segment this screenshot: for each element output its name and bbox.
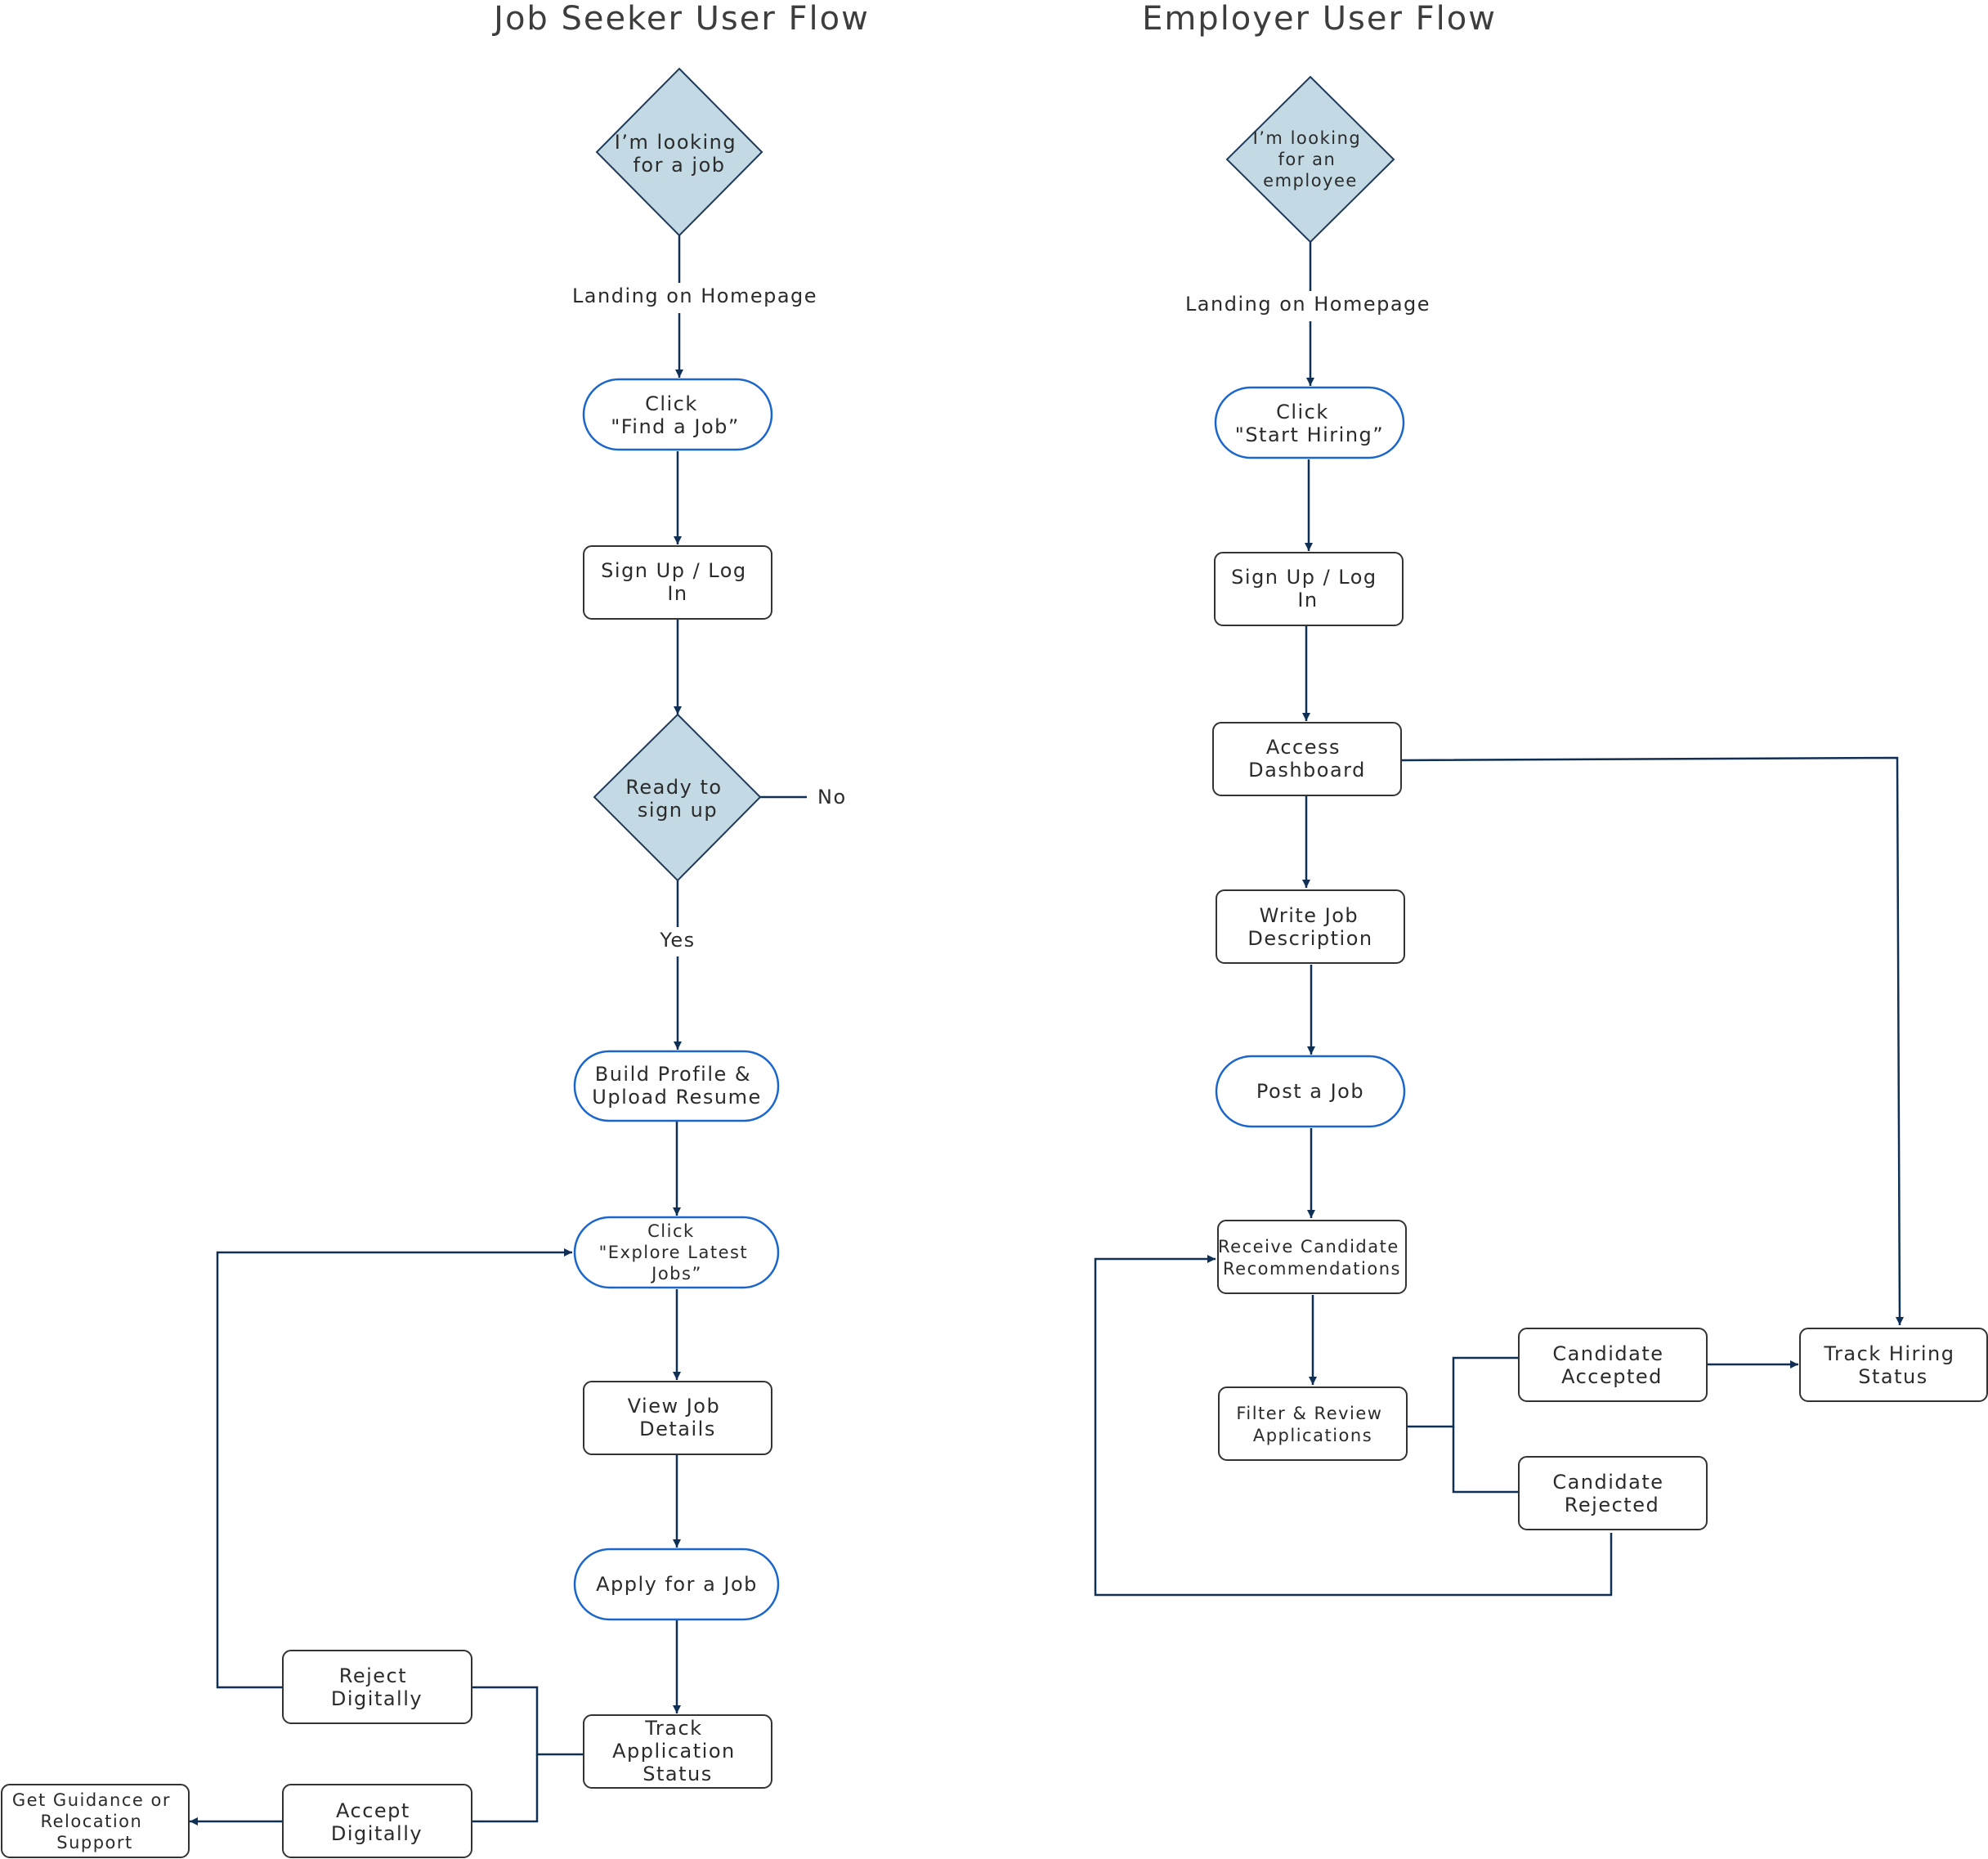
guidance-label: Get Guidance or Relocation Support	[12, 1790, 177, 1852]
start-diamond-employer	[1225, 75, 1395, 244]
edge-track-to-accept	[472, 1754, 539, 1823]
track-hiring-node	[1799, 1328, 1988, 1402]
start-diamond-job-seeker	[595, 67, 763, 237]
job-seeker-edges	[190, 235, 807, 1825]
reject-digitally-node	[282, 1650, 472, 1724]
candidate-rejected-label: Candidate Rejected	[1552, 1471, 1671, 1516]
yes-label: Yes	[659, 929, 695, 952]
write-job-node	[1216, 889, 1405, 964]
dashboard-node	[1212, 722, 1402, 796]
signup-node-employer	[1214, 552, 1404, 626]
apply-job-node	[573, 1548, 780, 1621]
start-hiring-label: Click "Start Hiring”	[1235, 401, 1384, 446]
edge-rejected-to-receive	[1094, 1255, 1613, 1597]
job-seeker-nodes: I’m looking for a job Landing on Homepag…	[1, 67, 847, 1858]
track-application-label: Track Application Status	[612, 1717, 743, 1785]
track-hiring-label: Track Hiring Status	[1823, 1342, 1962, 1388]
start-diamond-employer-label: I’m looking for an employee	[1253, 128, 1368, 190]
receive-candidates-label: Receive Candidate Recommendations	[1218, 1237, 1406, 1279]
write-job-label: Write Job Description	[1247, 904, 1372, 950]
guidance-node	[1, 1784, 190, 1858]
job-seeker-title: Job Seeker User Flow	[491, 0, 870, 38]
start-hiring-node	[1214, 386, 1405, 459]
dashboard-label: Access Dashboard	[1248, 736, 1366, 782]
ready-diamond	[593, 713, 762, 882]
explore-jobs-label: Click "Explore Latest Jobs”	[599, 1221, 755, 1283]
view-job-label: View Job Details	[628, 1395, 728, 1440]
candidate-accepted-node	[1518, 1328, 1708, 1402]
landing-label-job-seeker: Landing on Homepage	[572, 284, 817, 307]
find-job-node	[582, 378, 773, 451]
candidate-rejected-node	[1518, 1456, 1708, 1530]
landing-label-employer: Landing on Homepage	[1185, 293, 1431, 316]
explore-jobs-node	[573, 1216, 780, 1289]
find-job-label: Click "Find a Job”	[611, 392, 740, 438]
post-job-label: Post a Job	[1256, 1080, 1364, 1103]
filter-review-node	[1218, 1386, 1408, 1461]
build-profile-label: Build Profile & Upload Resume	[592, 1063, 761, 1109]
edge-track-to-reject	[472, 1686, 584, 1756]
receive-candidates-node	[1217, 1220, 1407, 1294]
edge-filter-to-rejected	[1452, 1427, 1519, 1494]
edge-dashboard-to-track-hiring	[1400, 756, 1904, 1326]
view-job-node	[583, 1381, 772, 1455]
candidate-accepted-label: Candidate Accepted	[1552, 1342, 1671, 1388]
edge-filter-to-accepted	[1408, 1356, 1519, 1428]
build-profile-node	[573, 1050, 780, 1122]
edge-reject-to-explore	[216, 1248, 572, 1689]
start-diamond-label: I’m looking for a job	[615, 131, 744, 177]
track-application-node	[583, 1714, 772, 1789]
apply-job-label: Apply for a Job	[596, 1573, 758, 1596]
signup-node-job-seeker	[583, 545, 772, 620]
employer-edges	[1094, 242, 1904, 1597]
accept-digitally-node	[282, 1784, 472, 1858]
accept-digitally-label: Accept Digitally	[331, 1799, 423, 1845]
signup-label-job-seeker: Sign Up / Log In	[601, 559, 754, 605]
signup-label-employer: Sign Up / Log In	[1231, 566, 1385, 611]
employer-title: Employer User Flow	[1142, 0, 1497, 38]
post-job-node	[1215, 1055, 1406, 1128]
ready-label: Ready to sign up	[625, 776, 729, 822]
employer-nodes: I’m looking for an employee Landing on H…	[1185, 75, 1988, 1530]
filter-review-label: Filter & Review Applications	[1236, 1404, 1389, 1445]
reject-digitally-label: Reject Digitally	[331, 1664, 423, 1710]
no-label: No	[817, 786, 847, 809]
